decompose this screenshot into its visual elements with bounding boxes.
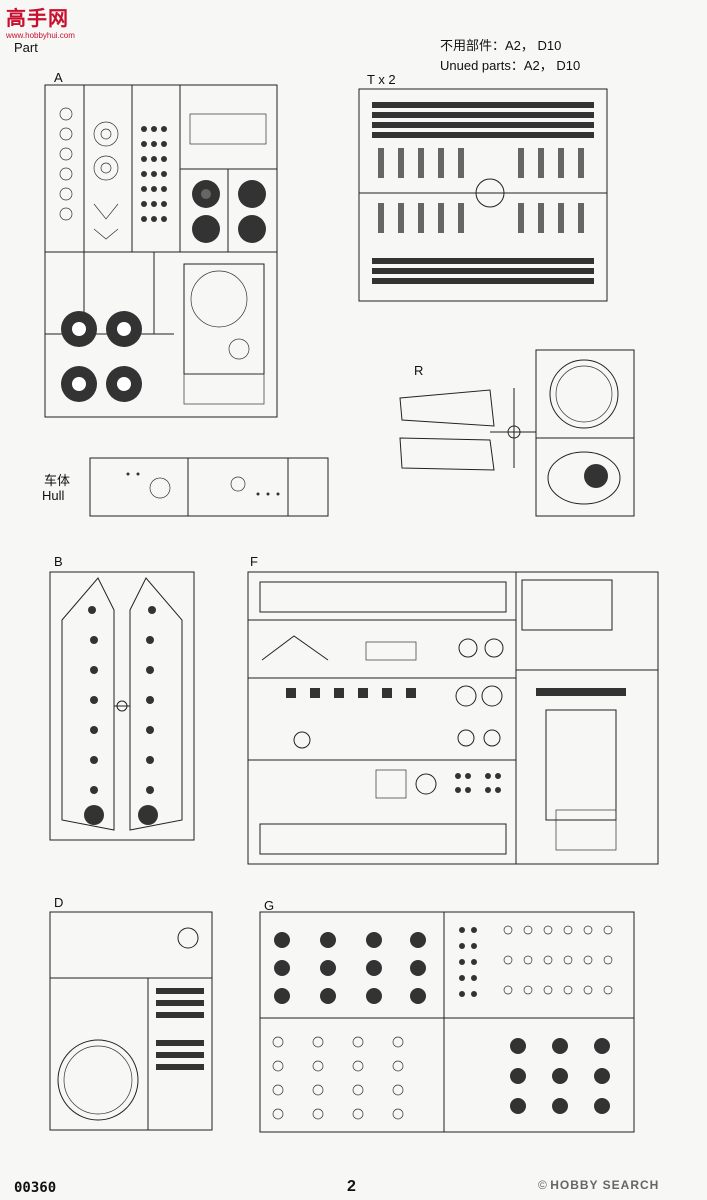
hobby-search-watermark: © HOBBY SEARCH [538,1178,659,1192]
sprue-b-label: B [54,554,63,569]
sprue-d-label: D [54,895,64,910]
sprue-r-label: R [414,363,424,378]
logo-text: 高手网 [6,8,69,30]
site-logo: 高手网 www.hobbyhui.com [6,2,75,40]
sprue-g-label: G [264,898,275,913]
sprue-a-drawing [44,84,278,418]
unused-parts-cn: 不用部件：A2， D10 [440,38,562,53]
sprue-r-drawing [399,349,635,517]
sprue-d-drawing [49,911,213,1131]
logo-url: www.hobbyhui.com [6,31,75,40]
copyright-symbol: © [538,1178,547,1192]
sprue-g-drawing [259,911,635,1133]
page-number: 2 [347,1178,356,1195]
sprue-b-drawing [49,571,195,841]
sprue-f-label: F [250,554,258,569]
product-code: 00360 [14,1180,57,1196]
sprue-t-label: T x 2 [367,72,396,87]
unused-parts-en: Unued parts：A2， D10 [440,58,581,73]
part-heading: Part [14,40,38,55]
sprue-a-label: A [54,70,63,85]
sprue-f-drawing [247,571,659,865]
hull-label-en: Hull [42,488,65,503]
sprue-t-drawing [358,88,608,302]
hobby-search-text: HOBBY SEARCH [550,1178,660,1192]
hull-label-cn: 车体 [44,473,71,488]
hull-drawing [89,457,329,517]
